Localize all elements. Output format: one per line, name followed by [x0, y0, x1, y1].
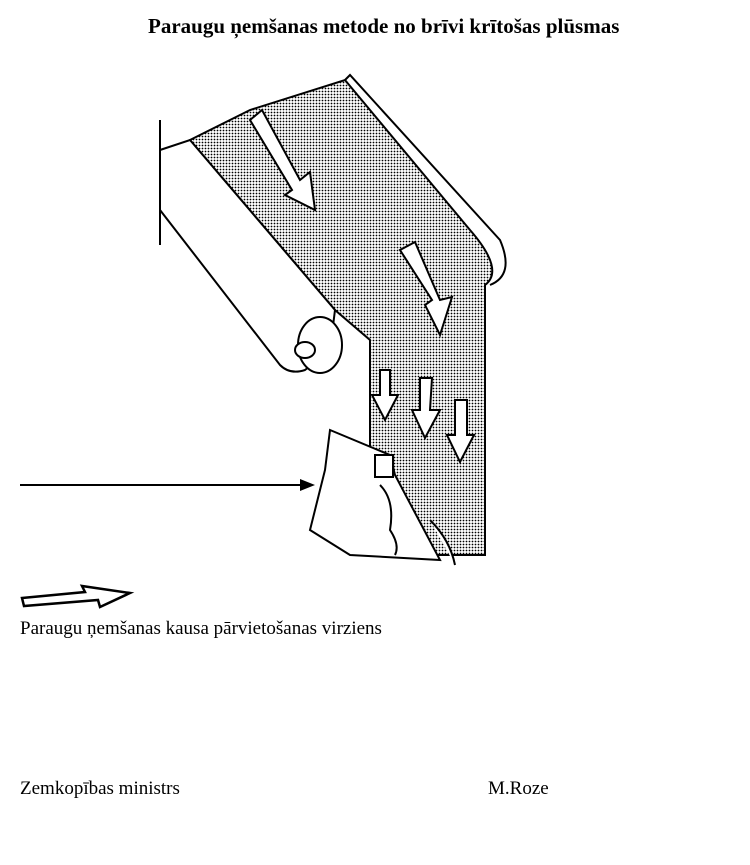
flow-arrows — [248, 108, 476, 465]
conveyor-sampling-diagram — [20, 73, 507, 609]
page-title: Paraugu ņemšanas metode no brīvi krītoša… — [148, 14, 620, 38]
sampling-bucket — [308, 428, 456, 566]
figure-caption: Paraugu ņemšanas kausa pārvietošanas vir… — [20, 618, 382, 639]
signatory-name: M.Roze — [488, 778, 549, 799]
direction-arrow-icon — [20, 584, 135, 609]
signatory-position: Zemkopības ministrs — [20, 778, 180, 799]
conveyor-belt — [159, 73, 507, 556]
pointer-arrow — [20, 479, 315, 491]
